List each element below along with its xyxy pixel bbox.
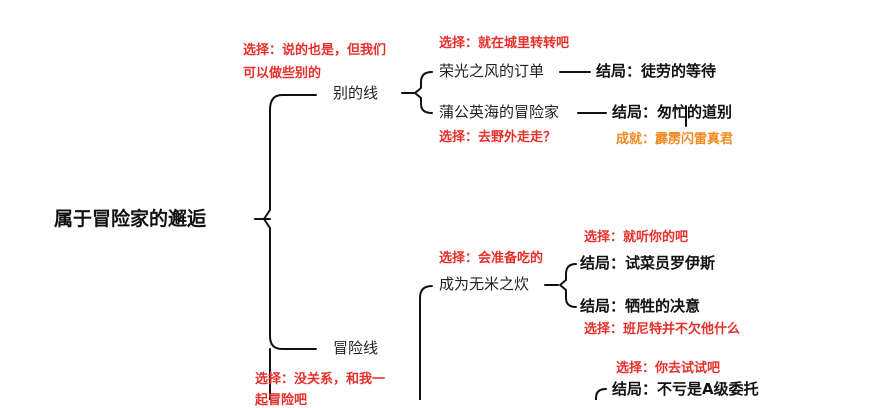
choice-adventure-line1: 选择：没关系，和我一 bbox=[255, 372, 386, 387]
node-dandelion-adventurer: 蒲公英海的冒险家 bbox=[439, 103, 560, 121]
ending-food-taster: 结局：试菜员罗伊斯 bbox=[580, 254, 716, 272]
ending-sacrifice: 结局：牺牲的决意 bbox=[580, 297, 701, 315]
ending-hasty-farewell: 结局：匆忙的道别 bbox=[612, 103, 733, 121]
ending-vain-wait: 结局：徒劳的等待 bbox=[596, 62, 717, 80]
choice-try-it: 选择：你去试试吧 bbox=[616, 361, 721, 376]
achievement-thunder: 成就：霹雳闪雷真君 bbox=[616, 132, 734, 147]
choice-city: 选择：就在城里转转吧 bbox=[439, 36, 570, 51]
bracket-root bbox=[263, 94, 283, 350]
ending-a-rank: 结局：不亏是A级委托 bbox=[612, 380, 759, 398]
choice-bennett: 选择：班尼特并不欠他什么 bbox=[584, 322, 741, 337]
node-other-line: 别的线 bbox=[333, 84, 379, 102]
choice-prepare-food: 选择：会准备吃的 bbox=[439, 251, 544, 266]
bracket-lower-ending bbox=[595, 388, 607, 400]
node-glory-wind-order: 荣光之风的订单 bbox=[439, 62, 545, 80]
node-no-rice: 成为无米之炊 bbox=[439, 275, 530, 293]
choice-other-line2: 可以做些别的 bbox=[243, 66, 322, 81]
bracket-food bbox=[559, 263, 577, 308]
node-adventure-line: 冒险线 bbox=[333, 339, 379, 357]
choice-wilds: 选择：去野外走走？ bbox=[439, 130, 557, 145]
bracket-adventure-upper bbox=[419, 285, 433, 400]
root-node: 属于冒险家的邂逅 bbox=[54, 208, 207, 230]
choice-other-line1: 选择：说的也是，但我们 bbox=[243, 43, 387, 58]
bracket-other bbox=[414, 71, 433, 114]
choice-listen: 选择：就听你的吧 bbox=[584, 230, 689, 245]
choice-adventure-line2: 起冒险吧 bbox=[255, 393, 308, 408]
